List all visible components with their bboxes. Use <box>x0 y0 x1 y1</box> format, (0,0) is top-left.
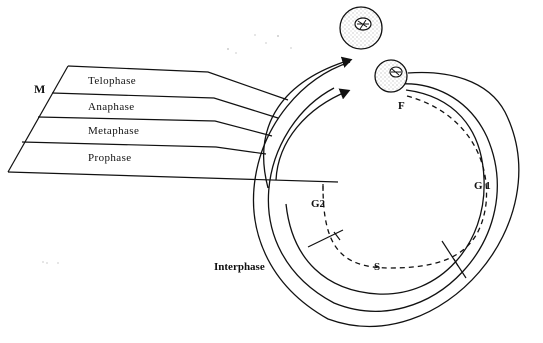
g2-label: G2 <box>311 198 326 210</box>
phase-separators <box>308 184 466 278</box>
phase-telophase-label: Telophase <box>88 75 136 87</box>
mitosis-banner <box>8 66 338 182</box>
scan-speckles <box>43 35 292 264</box>
interphase-label: Interphase <box>214 261 265 273</box>
daughter-cells <box>340 7 407 92</box>
group-label-m: M <box>34 82 46 96</box>
phase-metaphase-label: Metaphase <box>88 125 139 137</box>
s-label: S <box>374 261 380 273</box>
cycle-rings <box>254 60 519 326</box>
outer-ring-arc <box>254 62 519 326</box>
phase-anaphase-label: Anaphase <box>88 101 135 113</box>
phase-prophase-label: Prophase <box>88 152 132 164</box>
daughter-cell-lower <box>375 60 407 92</box>
upper-arrow-arc-b <box>276 91 348 180</box>
g1-label: G 1 <box>474 180 491 192</box>
g2-separator <box>308 230 343 247</box>
interphase-dashed-path <box>323 96 487 268</box>
anaphase-line <box>52 93 278 118</box>
point-f-label: F <box>398 100 405 112</box>
metaphase-line <box>38 117 272 136</box>
bottom-baseline <box>8 172 338 182</box>
daughter-cell-top <box>340 7 382 49</box>
inner-ring-arc <box>286 90 484 294</box>
prophase-line <box>22 142 266 154</box>
upper-arrow-arc-a <box>264 60 350 188</box>
